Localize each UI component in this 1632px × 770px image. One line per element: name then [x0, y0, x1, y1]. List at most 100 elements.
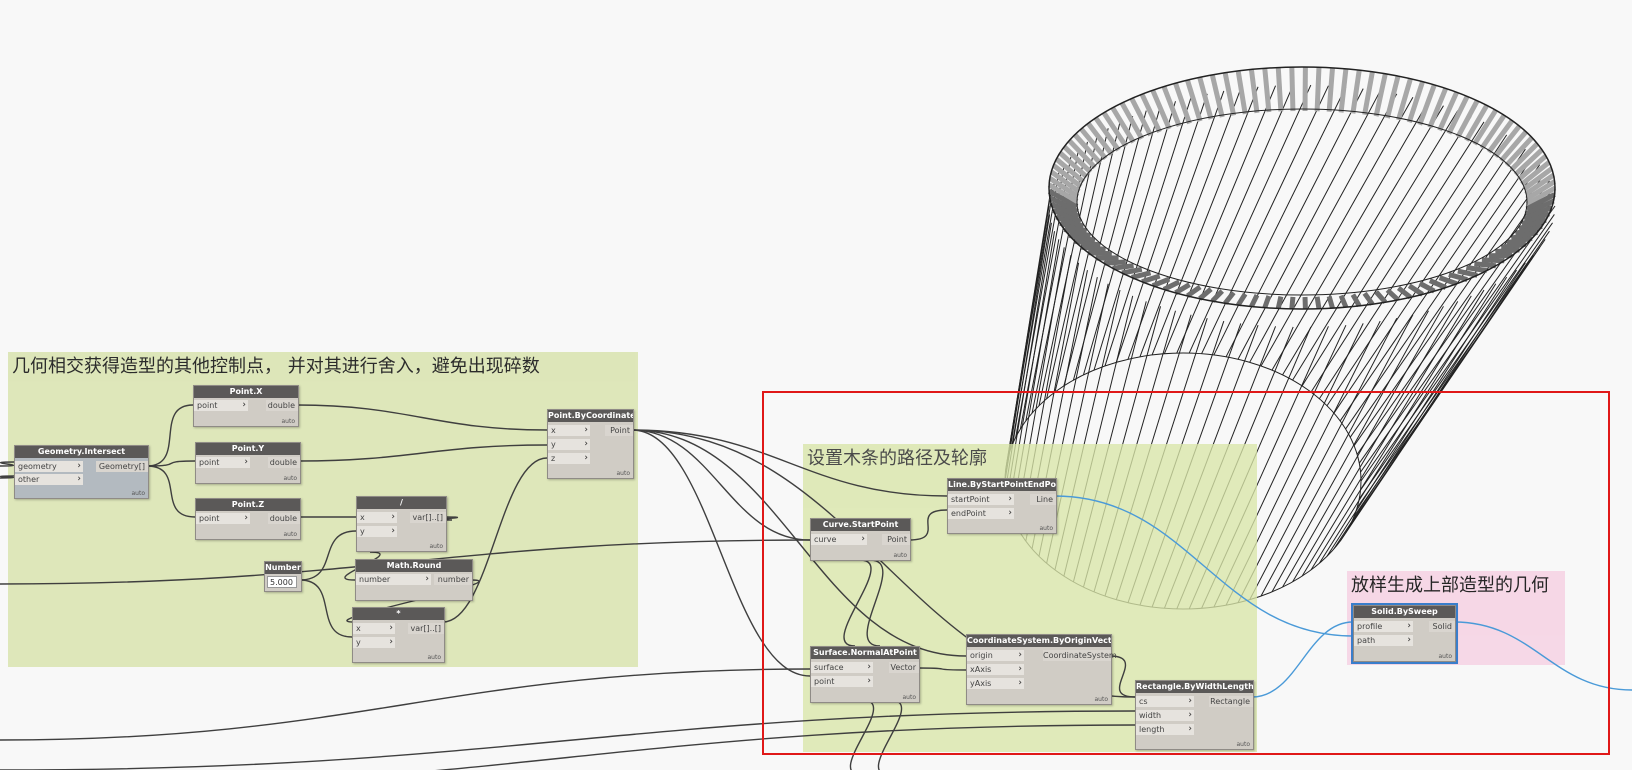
slat [1465, 265, 1488, 274]
multiply-node[interactable]: * x› y› var[]..[] auto [352, 607, 445, 663]
slat [1119, 101, 1145, 140]
lacing-label: auto [429, 543, 443, 550]
surface-normal-at-point-node[interactable]: Surface.NormalAtPoint surface› point› Ve… [810, 646, 920, 703]
lacing-label: auto [893, 552, 907, 559]
input-port-yaxis[interactable]: yAxis› [967, 678, 1024, 689]
node-title: Point.Y [196, 443, 300, 455]
slat-edge [1151, 86, 1259, 356]
input-port-z[interactable]: z› [548, 453, 590, 464]
input-port-x[interactable]: x› [357, 512, 397, 523]
slat [1093, 116, 1121, 152]
top-outer-edge [1048, 66, 1556, 310]
input-port-xaxis[interactable]: xAxis› [967, 664, 1024, 675]
rectangle-by-width-length-node[interactable]: Rectangle.ByWidthLength cs› width› lengt… [1135, 680, 1254, 750]
divide-node[interactable]: / x› y› var[]..[] auto [356, 496, 447, 552]
chevron-right-icon: › [1008, 494, 1012, 504]
port-label: number [359, 575, 391, 584]
input-port-geometry[interactable]: geometry› [15, 461, 83, 472]
input-port-cs[interactable]: cs› [1136, 696, 1194, 707]
slat [1055, 214, 1085, 229]
input-port-startpoint[interactable]: startPoint› [948, 494, 1014, 505]
slat [1248, 69, 1260, 114]
output-port[interactable]: CoordinateSystem [1043, 650, 1117, 661]
slat-edge [1356, 230, 1550, 508]
slat [1446, 95, 1470, 135]
node-title: Number [265, 562, 301, 574]
point-by-coordinates-node[interactable]: Point.ByCoordinates x› y› z› Point auto [547, 409, 634, 479]
output-port[interactable]: Geometry[] [96, 461, 148, 472]
slat [1209, 74, 1225, 118]
output-port[interactable]: number [434, 574, 472, 585]
input-port-profile[interactable]: profile› [1354, 621, 1413, 632]
output-port[interactable]: var[]..[] [410, 512, 446, 523]
output-port[interactable]: Solid [1429, 621, 1455, 632]
input-port-point[interactable]: point› [811, 676, 873, 687]
number-input[interactable]: 5.000 [267, 576, 297, 588]
input-port-x[interactable]: x› [353, 623, 395, 634]
input-port-other[interactable]: other› [15, 474, 83, 485]
slat [1185, 284, 1202, 298]
slat [1235, 70, 1248, 115]
port-label: x [360, 513, 365, 522]
number-node[interactable]: Number 5.000 [264, 561, 302, 592]
input-port-y[interactable]: y› [353, 637, 395, 648]
output-port[interactable]: Vector [889, 662, 919, 673]
slat [1289, 296, 1296, 310]
geometry-intersect-node[interactable]: Geometry.Intersect geometry› other› Geom… [14, 445, 149, 499]
input-port-origin[interactable]: origin› [967, 650, 1024, 661]
slat [1522, 166, 1554, 192]
slat [1054, 157, 1086, 184]
input-port-number[interactable]: number› [356, 574, 431, 585]
port-label: width [1139, 711, 1162, 720]
output-port[interactable]: double [266, 400, 298, 411]
curve-startpoint-node[interactable]: Curve.StartPoint curve› Point auto [810, 518, 911, 561]
highlight-frame [762, 391, 1610, 755]
slat-edge [1318, 127, 1497, 399]
input-port-endpoint[interactable]: endPoint› [948, 508, 1014, 519]
input-port-y[interactable]: y› [357, 526, 397, 537]
point-y-node[interactable]: Point.Y point› double auto [195, 442, 301, 484]
output-port[interactable]: Rectangle [1209, 696, 1253, 707]
slat [1438, 275, 1458, 287]
slat-edge [1271, 100, 1429, 371]
input-port-surface[interactable]: surface› [811, 662, 873, 673]
input-port-length[interactable]: length› [1136, 724, 1194, 735]
output-port[interactable]: var[]..[] [408, 623, 444, 634]
input-port-point[interactable]: point› [196, 513, 250, 524]
input-port-point[interactable]: point› [196, 457, 250, 468]
slat [1049, 169, 1081, 194]
slat [1472, 108, 1498, 146]
input-port-y[interactable]: y› [548, 439, 590, 450]
group-intersect-points[interactable]: 几何相交获得造型的其他控制点， 并对其进行舍入，避免出现碎数 [8, 352, 638, 667]
output-port[interactable]: Point [882, 534, 910, 545]
input-port-point[interactable]: point› [194, 400, 248, 411]
slat [1520, 160, 1551, 187]
point-x-node[interactable]: Point.X point› double auto [193, 385, 299, 427]
output-port[interactable]: double [268, 513, 300, 524]
slat-edge [1356, 180, 1550, 455]
math-round-node[interactable]: Math.Round number› number [355, 559, 473, 601]
input-port-path[interactable]: path› [1354, 635, 1413, 646]
input-port-curve[interactable]: curve› [811, 534, 867, 545]
port-label: y [551, 440, 556, 449]
input-port-x[interactable]: x› [548, 425, 590, 436]
coordinatesystem-by-originvectors-node[interactable]: CoordinateSystem.ByOriginVectors origin›… [966, 634, 1117, 705]
line-by-startpoint-endpoint-node[interactable]: Line.ByStartPointEndPoint startPoint› en… [947, 478, 1057, 534]
slat-edge [1082, 105, 1162, 376]
slat [1079, 127, 1108, 161]
input-port-width[interactable]: width› [1136, 710, 1194, 721]
output-port[interactable]: Point [605, 425, 633, 436]
output-port[interactable]: Line [1030, 494, 1056, 505]
chevron-right-icon: › [242, 400, 246, 410]
output-port[interactable]: double [268, 457, 300, 468]
node-title: Solid.BySweep [1354, 606, 1455, 618]
point-z-node[interactable]: Point.Z point› double auto [195, 498, 301, 540]
solid-by-sweep-node[interactable]: Solid.BySweep profile› path› Solid auto [1351, 603, 1458, 664]
slat-edge [1339, 148, 1526, 422]
slat [1131, 270, 1152, 280]
node-title: Curve.StartPoint [811, 519, 910, 531]
slat [1236, 292, 1248, 307]
node-title: Rectangle.ByWidthLength [1136, 681, 1253, 693]
slat-edge [1213, 86, 1347, 356]
group-title: 放样生成上部造型的几何 [1351, 575, 1549, 596]
